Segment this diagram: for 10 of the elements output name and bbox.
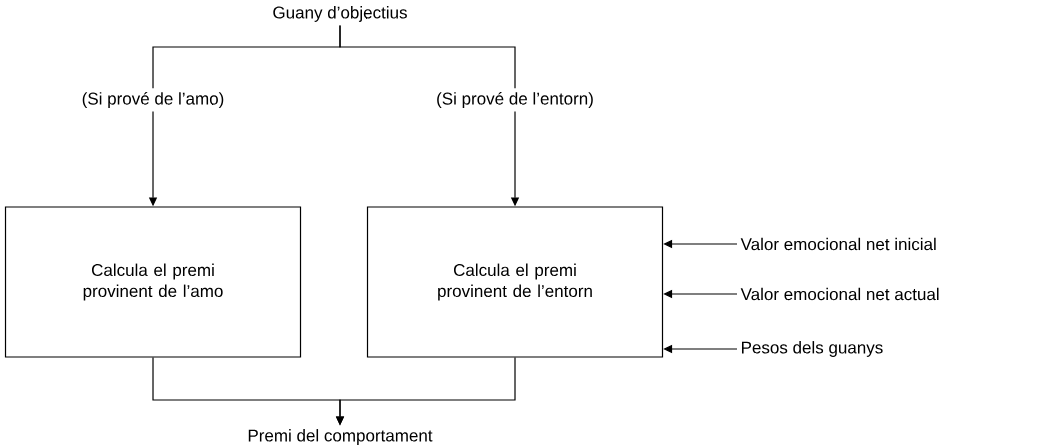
connector-line [339,24,516,89]
label-text: Guany d’objectius [273,6,407,22]
label-text: (Si prové de l’amo) [82,91,224,108]
process-box: Calcula el premi provinent de l’entorn [366,206,664,358]
label-text: (Si prové de l’entorn) [437,91,593,108]
label-text: Pesos dels guanys [742,341,883,357]
label-text: Valor emocional net actual [740,287,939,301]
label-text: Premi del comportament [248,429,433,445]
process-box: Calcula el premi provinent de l’amo [4,206,302,358]
label-text: Valor emocional net inicial [740,237,936,251]
